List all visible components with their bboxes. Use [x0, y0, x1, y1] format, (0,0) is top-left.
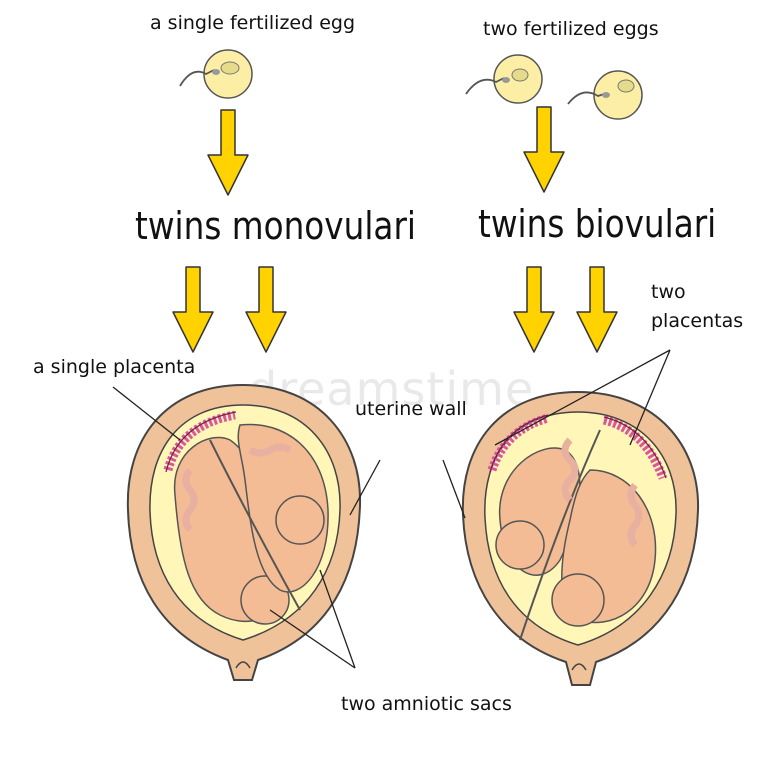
arrow-down-icon — [523, 106, 565, 193]
label-single-placenta: a single placenta — [33, 356, 196, 378]
arrow-down-icon — [172, 266, 214, 353]
arrow-down-icon — [513, 266, 555, 353]
arrow-down-icon — [245, 266, 287, 353]
label-uterine-wall: uterine wall — [355, 398, 467, 420]
arrow-down-icon — [207, 109, 249, 196]
label-two-eggs: two fertilized eggs — [483, 18, 659, 40]
label-single-egg: a single fertilized egg — [150, 12, 356, 34]
egg-second-icon — [567, 70, 643, 120]
uterus-biovular — [461, 390, 700, 686]
label-two-placentas-2: placentas — [651, 310, 744, 332]
title-monovulari: twins monovulari — [135, 204, 416, 248]
label-amniotic-sacs: two amniotic sacs — [341, 693, 512, 715]
uterus-monovular — [126, 383, 362, 681]
egg-single-icon — [179, 49, 253, 99]
pointer-lines — [112, 349, 671, 669]
egg-first-icon — [465, 54, 543, 104]
label-two-placentas-1: two — [651, 281, 686, 303]
title-biovulari: twins biovulari — [478, 202, 717, 246]
arrow-down-icon — [576, 266, 618, 353]
